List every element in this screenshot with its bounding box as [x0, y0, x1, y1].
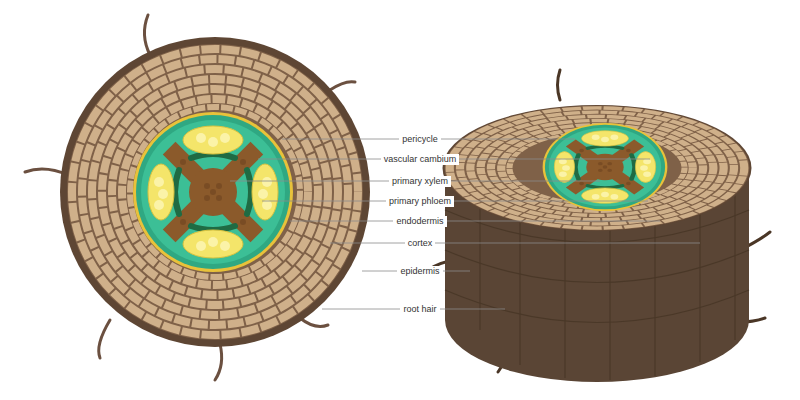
- part-label: endodermis: [393, 216, 446, 227]
- part-label: vascular cambium: [381, 154, 460, 165]
- part-label: primary phloem: [386, 196, 454, 207]
- part-label: pericycle: [399, 134, 441, 145]
- part-label: root hair: [400, 304, 439, 315]
- part-label: primary xylem: [389, 176, 451, 187]
- part-label: cortex: [405, 238, 436, 249]
- part-label: epidermis: [397, 266, 442, 277]
